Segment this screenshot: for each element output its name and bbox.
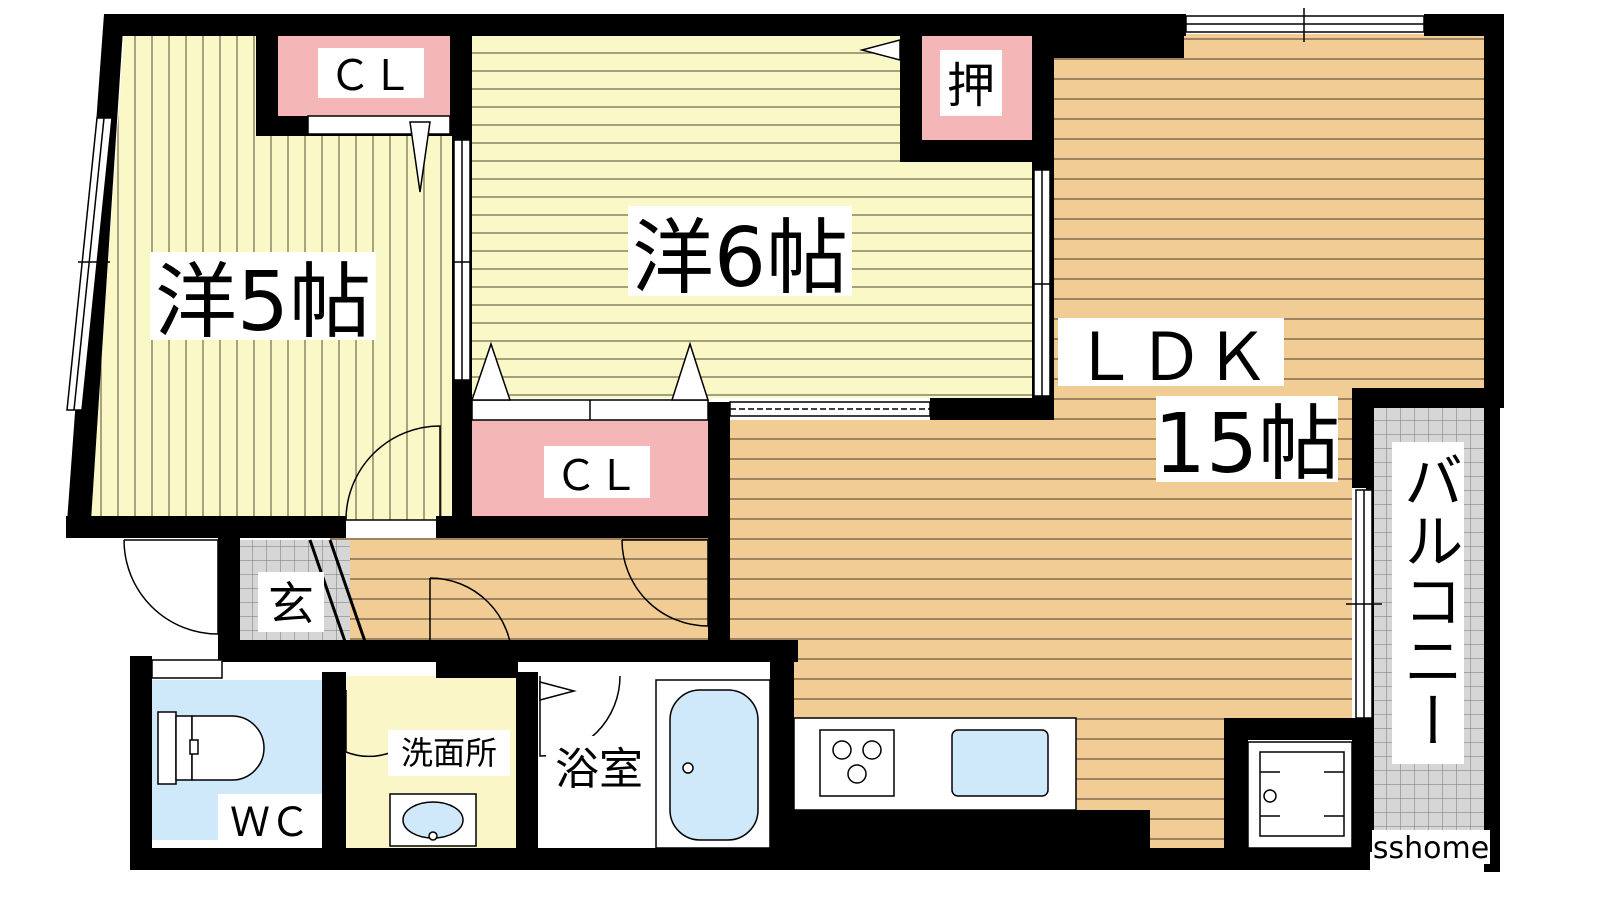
kitchen-counter <box>793 717 1077 811</box>
closet-label-upper: ＣＬ <box>329 51 413 100</box>
washroom-label: 洗面所 <box>401 734 497 772</box>
room-label-western-5: 洋5帖 <box>155 255 371 350</box>
washbasin-fixture <box>389 793 477 847</box>
oshiire-label: 押 <box>947 58 995 114</box>
toilet-label: ＷＣ <box>230 800 310 846</box>
bathtub-fixture <box>655 679 771 849</box>
bathroom-label: 浴室 <box>555 744 643 795</box>
room-label-ldk: ＬＤＫ <box>1072 319 1270 396</box>
label-backgrounds <box>150 48 1490 864</box>
watermark-text: sshome <box>1373 831 1489 866</box>
room-label-western-6: 洋6帖 <box>632 211 848 306</box>
toilet-fixture <box>157 711 265 785</box>
room-size-ldk: 15帖 <box>1154 397 1340 492</box>
entrance-label: 玄 <box>268 577 314 631</box>
balcony-label: バルコニー <box>1393 450 1463 750</box>
room-ldk-floor <box>718 34 1484 852</box>
laundry-space <box>1247 741 1353 849</box>
closet-label-lower: ＣＬ <box>555 451 639 500</box>
windows <box>66 8 1425 719</box>
door-swings <box>123 39 901 758</box>
